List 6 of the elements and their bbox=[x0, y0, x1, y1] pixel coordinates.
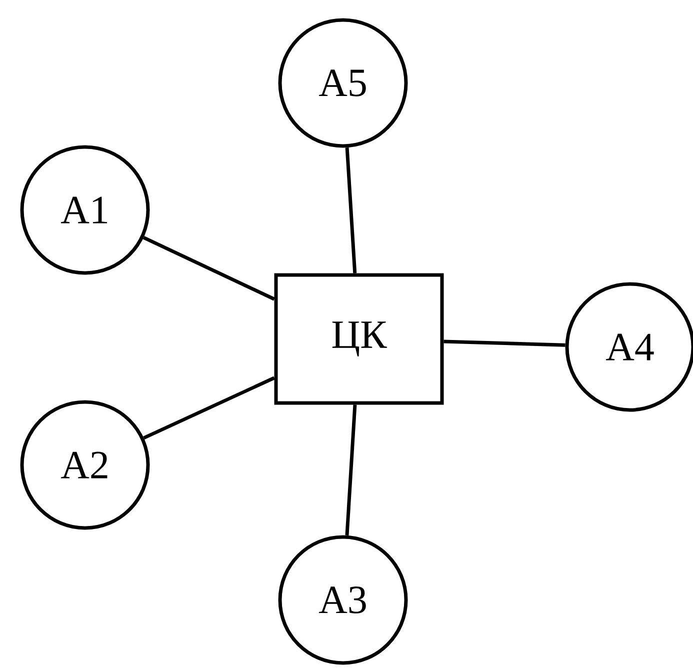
connector-line bbox=[345, 148, 357, 274]
connector-line bbox=[345, 404, 357, 536]
connector-line bbox=[142, 236, 275, 301]
connector-line bbox=[143, 376, 275, 440]
connector-line bbox=[444, 340, 566, 347]
center-box: ЦК bbox=[274, 273, 444, 405]
